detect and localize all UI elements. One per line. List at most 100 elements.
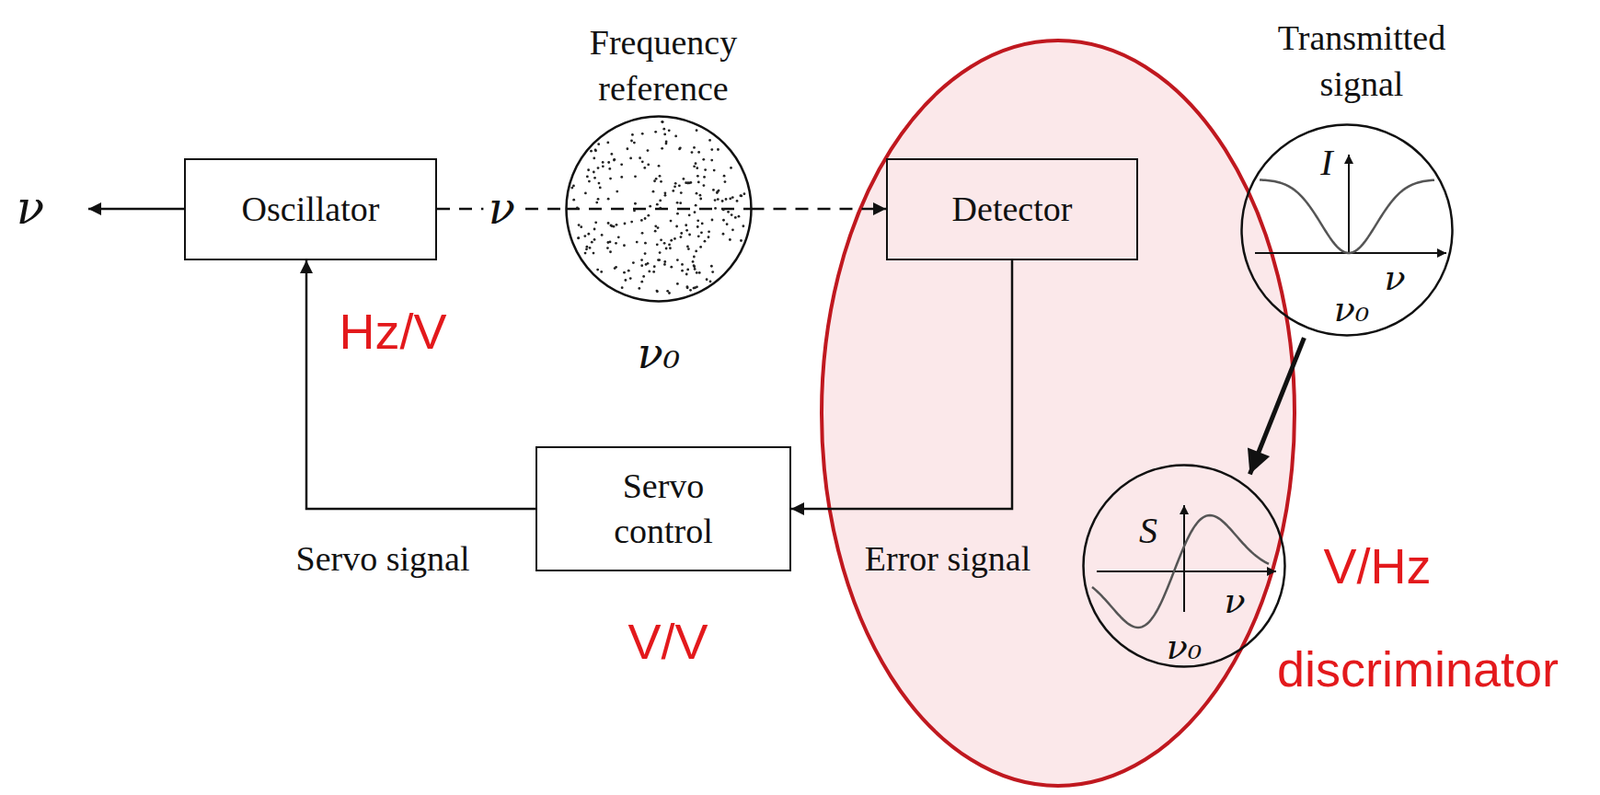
particle-dot [739,195,743,198]
particle-dot [594,220,598,224]
particle-dot [635,241,639,244]
particle-dot [626,147,630,150]
circle-outline [564,115,753,303]
particle-dot [707,235,711,239]
particle-dot [592,252,596,255]
particle-dot [722,218,726,222]
particle-dot [713,169,716,173]
particle-dot [640,218,644,222]
axis-label: ν₀ [1166,629,1202,665]
particle-dot [629,157,633,161]
particle-dot [663,241,667,245]
particle-dot [658,207,662,210]
particle-dot [601,161,605,164]
particle-dot [609,241,612,244]
particle-dot [698,271,702,275]
particle-dot [686,268,690,272]
particle-dot [585,247,588,251]
error-signal-wire [791,260,1013,509]
gain-unit: V/Hz [1323,537,1431,595]
particle-dot [694,250,698,254]
particle-dot [702,175,706,179]
particle-dot [699,245,703,249]
signal-plot [1254,154,1447,254]
particle-dot [710,148,714,151]
particle-dot [653,264,657,268]
particle-dot [594,149,598,152]
particle-dot [660,120,664,124]
particle-dot [620,175,623,179]
servo-control-box: Servo control [535,446,792,572]
particle-dot [667,291,671,295]
particle-dot [717,189,721,193]
particle-cloud [570,120,746,295]
particle-dot [711,218,714,222]
particle-dot [656,226,660,230]
particle-dot [593,176,597,180]
particle-dot [622,243,626,247]
particle-dot [656,203,659,207]
particle-dot [722,208,726,212]
particle-dot [610,223,613,227]
box-label: Detector [952,186,1073,232]
particle-dot [708,138,712,142]
particle-dot [734,216,737,219]
particle-dot [671,189,675,193]
particle-dot [722,232,726,236]
axis-label: ν [1223,583,1245,619]
particle-dot [731,228,735,231]
particle-dot [669,239,673,242]
particle-dot [597,197,600,201]
particle-dot [739,194,743,197]
particle-dot [686,286,690,289]
particle-dot [646,214,650,218]
particle-dot [592,157,596,161]
particle-dot [664,191,668,195]
particle-dot [690,150,694,154]
axis-label: ν [1383,260,1405,296]
particle-dot [679,201,682,205]
particle-dot [644,252,647,255]
particle-dot [641,160,645,163]
axis-label: I [1320,144,1333,182]
particle-dot [643,166,646,170]
particle-dot [600,233,604,237]
particle-dot [710,159,714,162]
particle-dot [692,255,696,259]
particle-dot [721,199,725,203]
particle-dot [615,190,619,194]
particle-dot [695,166,699,170]
particle-dot [693,267,697,271]
particle-dot [663,133,667,137]
particle-dot [695,271,699,275]
particle-dot [665,142,668,146]
particle-dot [646,149,650,152]
particle-dot [646,262,650,265]
particle-dot [713,207,717,210]
frequency-reference-cell: Frequency referenceν₀ [564,115,753,303]
particle-dot [680,263,684,266]
detector-box: Detector [886,158,1139,261]
servo-signal-wire [306,260,536,509]
particle-dot [589,149,593,153]
particle-dot [697,150,701,154]
particle-dot [724,180,727,184]
particle-dot [713,198,717,202]
particle-dot [705,277,709,281]
particle-dot [680,269,684,273]
particle-dot [695,128,699,132]
particle-dot [685,229,689,232]
particle-dot [673,237,677,241]
particle-dot [737,215,741,219]
particle-dot [736,199,739,203]
particle-dot [659,238,663,242]
particle-dot [590,241,594,244]
particle-dot [640,258,644,262]
particle-dot [614,241,618,245]
particle-dot [661,120,665,124]
particle-dot [676,282,680,286]
particle-dot [664,194,668,197]
particle-dot [675,225,679,229]
signal-plot [1092,505,1277,628]
particle-dot [627,269,631,273]
